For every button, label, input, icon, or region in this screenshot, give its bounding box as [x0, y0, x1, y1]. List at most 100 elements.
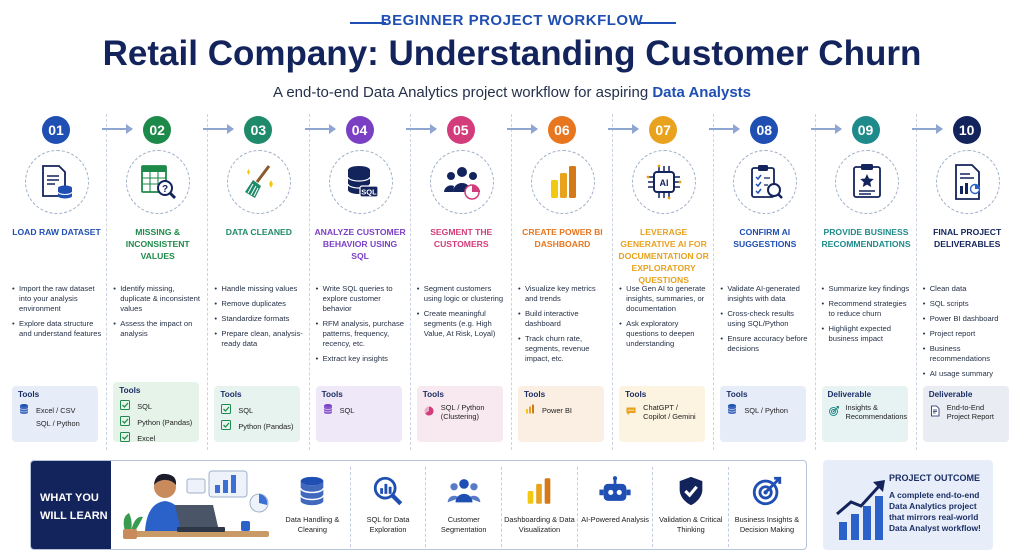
tools-label: Tools — [625, 390, 647, 399]
learn-item-label: Validation & Critical Thinking — [659, 515, 723, 534]
tool-name: Power BI — [541, 405, 572, 415]
kicker-right-line — [640, 22, 676, 24]
next-step-arrow-icon — [203, 124, 235, 134]
step-bullet: Recommend strategies to reduce churn — [822, 299, 914, 319]
learn-item: SQL for Data Exploration — [351, 467, 427, 547]
kicker-left-line — [350, 22, 386, 24]
power-bi-icon — [502, 471, 577, 511]
step-bullet: Project report — [923, 329, 1015, 339]
step-bullet: RFM analysis, purchase patterns, frequen… — [316, 319, 408, 349]
learn-item: Business Insights & Decision Making — [729, 467, 805, 547]
step-bullet: Explore data structure and understand fe… — [12, 319, 104, 339]
step-bullets: Clean dataSQL scriptsPower BI dashboardP… — [923, 284, 1015, 384]
report-icon — [929, 405, 943, 419]
step-bullet: AI usage summary — [923, 369, 1015, 379]
step-title: LOAD RAW DATASET — [12, 227, 101, 237]
step-bullets: Identify missing, duplicate & inconsiste… — [113, 284, 205, 344]
power-bi-icon — [530, 150, 595, 214]
step-title: LEVERAGE GENERATIVE AI FOR DOCUMENTATION… — [618, 227, 709, 285]
tool-item: Excel / CSV — [18, 403, 92, 417]
learn-item-label: Business Insights & Decision Making — [734, 515, 800, 534]
step-number-badge: 07 — [649, 116, 678, 144]
step-bullet: Track churn rate, segments, revenue impa… — [518, 334, 610, 364]
learn-item: Dashboarding & Data Visualization — [502, 467, 578, 547]
step-number-badge: 06 — [547, 116, 576, 144]
step-bullets: Write SQL queries to explore customer be… — [316, 284, 408, 369]
step-bullets: Visualize key metrics and trendsBuild in… — [518, 284, 610, 369]
tool-item: SQL / Python (Clustering) — [423, 403, 497, 421]
tool-item: Python (Pandas) — [119, 415, 193, 429]
step-bullet: Clean data — [923, 284, 1015, 294]
step-bullets: Validate AI-generated insights with data… — [720, 284, 812, 359]
growth-chart-icon — [836, 480, 885, 540]
step-bullets: Segment customers using logic or cluster… — [417, 284, 509, 344]
report-icon — [935, 150, 1000, 214]
step-bullet: Business recommendations — [923, 344, 1015, 364]
step-bullets: Summarize key findingsRecommend strategi… — [822, 284, 914, 349]
tools-label: Tools — [321, 390, 343, 399]
next-step-arrow-icon — [810, 124, 842, 134]
workflow-step: 02? MISSING & INCONSISTENT VALUES Identify… — [107, 114, 235, 450]
step-title: CONFIRM AI SUGGESTIONS — [733, 227, 797, 249]
learn-heading-line2: WILL LEARN — [40, 510, 108, 522]
step-bullet: Use Gen AI to generate insights, summari… — [619, 284, 711, 314]
document-database-icon — [25, 150, 89, 214]
clipboard-check-icon — [733, 150, 798, 214]
learn-item-label: Dashboarding & Data Visualization — [504, 515, 575, 534]
tool-item: Power BI — [524, 403, 598, 417]
tools-label: Tools — [726, 390, 748, 399]
step-bullet: Handle missing values — [214, 284, 306, 294]
tool-name: Excel — [137, 433, 156, 443]
step-title: CREATE POWER BI DASHBOARD — [522, 227, 603, 249]
step-bullet: Write SQL queries to explore customer be… — [316, 284, 408, 314]
svg-text:SQL: SQL — [361, 188, 377, 197]
robot-icon — [578, 471, 653, 511]
step-number-badge: 02 — [143, 116, 172, 144]
step-bullet: Extract key insights — [316, 354, 408, 364]
chat-icon — [625, 405, 639, 419]
power-bi-icon — [524, 403, 538, 417]
step-title: MISSING & INCONSISTENT VALUES — [125, 227, 190, 261]
people-icon — [426, 471, 501, 511]
ai-chip-icon: AI — [632, 150, 697, 214]
svg-text:AI: AI — [660, 178, 669, 188]
step-bullet: SQL scripts — [923, 299, 1015, 309]
tools-label: Tools — [422, 390, 444, 399]
step-bullet: Assess the impact on analysis — [113, 319, 205, 339]
step-title: ANALYZE CUSTOMER BEHAVIOR USING SQL — [314, 227, 406, 261]
step-number-badge: 03 — [244, 116, 273, 144]
tools-label: Tools — [18, 390, 40, 399]
tool-name: SQL / Python — [744, 405, 788, 415]
step-bullet: Visualize key metrics and trends — [518, 284, 610, 304]
learn-item: AI-Powered Analysis — [578, 467, 654, 547]
step-bullet: Build interactive dashboard — [518, 309, 610, 329]
tool-name: End-to-End Project Report — [946, 403, 994, 421]
learn-heading-line1: WHAT YOU — [40, 492, 99, 504]
subtitle-text: A end-to-end Data Analytics project work… — [272, 84, 653, 101]
tools-label: Tools — [220, 390, 242, 399]
tool-name: Python (Pandas) — [238, 421, 294, 431]
check-icon — [119, 399, 133, 413]
spreadsheet-search-icon: ? — [126, 150, 191, 214]
svg-text:?: ? — [162, 184, 168, 195]
tool-item: Python (Pandas) — [220, 419, 294, 433]
step-bullet: Remove duplicates — [214, 299, 306, 309]
database-icon — [726, 403, 740, 417]
target-icon — [729, 471, 805, 511]
project-outcome-panel: PROJECT OUTCOME A complete end-to-end Da… — [823, 460, 993, 550]
tool-name: SQL — [238, 405, 254, 415]
database-icon — [322, 403, 336, 417]
tools-label: Tools — [119, 386, 141, 395]
